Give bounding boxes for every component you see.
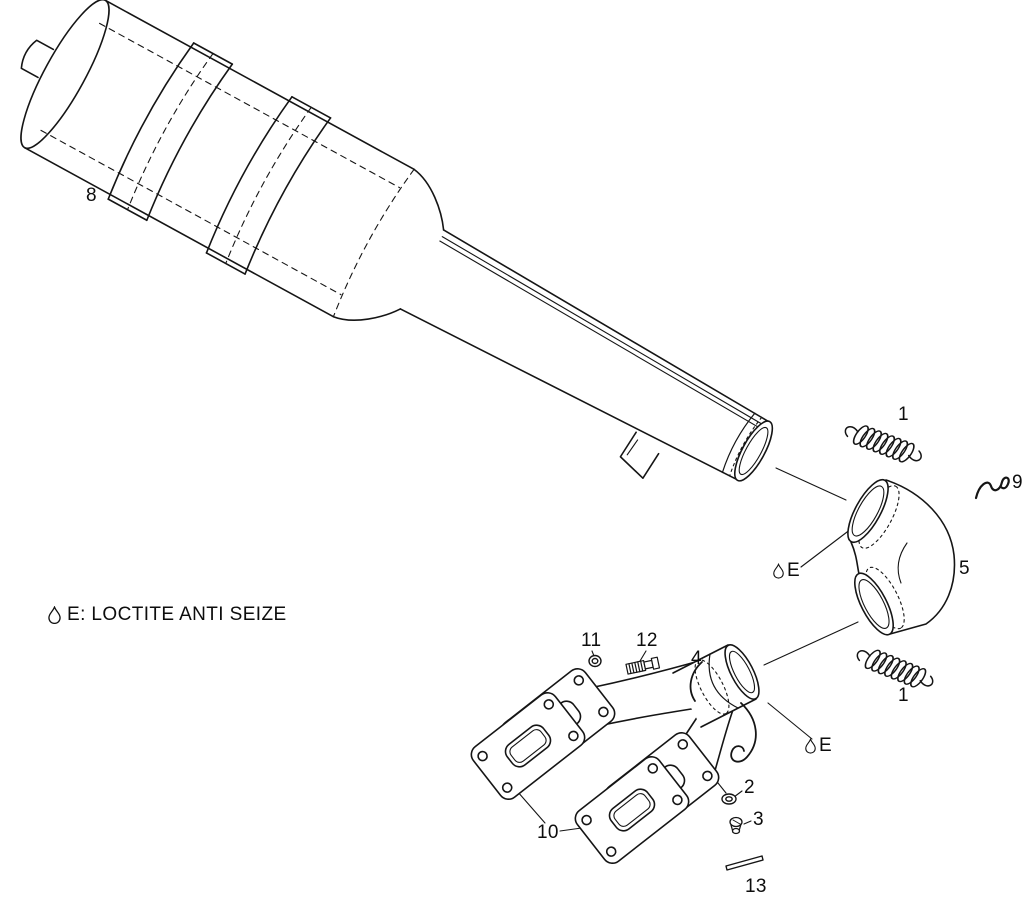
legend-text: E: LOCTITE ANTI SEIZE [67, 604, 287, 625]
gasket-part-10-lower [574, 756, 690, 864]
legend: E: LOCTITE ANTI SEIZE [48, 605, 287, 624]
loctite-marker-upper: E [773, 561, 800, 580]
loctite-label-lower: E [819, 735, 832, 756]
callout-part-1-upper: 1 [898, 404, 909, 425]
washer-part-2 [721, 793, 737, 805]
callout-part-9: 9 [1012, 472, 1023, 493]
callout-part-11: 11 [581, 630, 602, 651]
callout-part-3: 3 [753, 809, 764, 830]
callout-part-5: 5 [959, 558, 970, 579]
callout-part-1-lower: 1 [898, 685, 909, 706]
muffler-part-8 [20, 0, 774, 482]
pipe-bracket [619, 431, 660, 479]
loctite-marker-lower: E [805, 736, 832, 755]
callout-part-10: 10 [537, 822, 559, 843]
droplet-icon [773, 562, 784, 579]
nut-part-3 [729, 816, 743, 835]
callout-part-8: 8 [86, 185, 97, 206]
washer-part-11 [588, 654, 602, 668]
loctite-label-upper: E [787, 560, 800, 581]
droplet-icon [805, 737, 816, 754]
tailpipe [399, 229, 774, 482]
callout-part-13: 13 [745, 876, 767, 897]
callout-part-12: 12 [636, 630, 658, 651]
pin-part-13 [725, 855, 764, 871]
droplet-icon [48, 605, 61, 624]
elbow-joint-part-5 [847, 478, 956, 636]
gasket-part-10-upper [470, 692, 586, 800]
callout-part-2: 2 [744, 777, 755, 798]
spring-part-1-upper [844, 425, 922, 463]
stud-bolt-part-12 [625, 656, 661, 675]
spring-part-1-lower [856, 649, 934, 688]
wire-clip-part-9 [974, 476, 1010, 500]
callout-part-4: 4 [691, 648, 702, 669]
